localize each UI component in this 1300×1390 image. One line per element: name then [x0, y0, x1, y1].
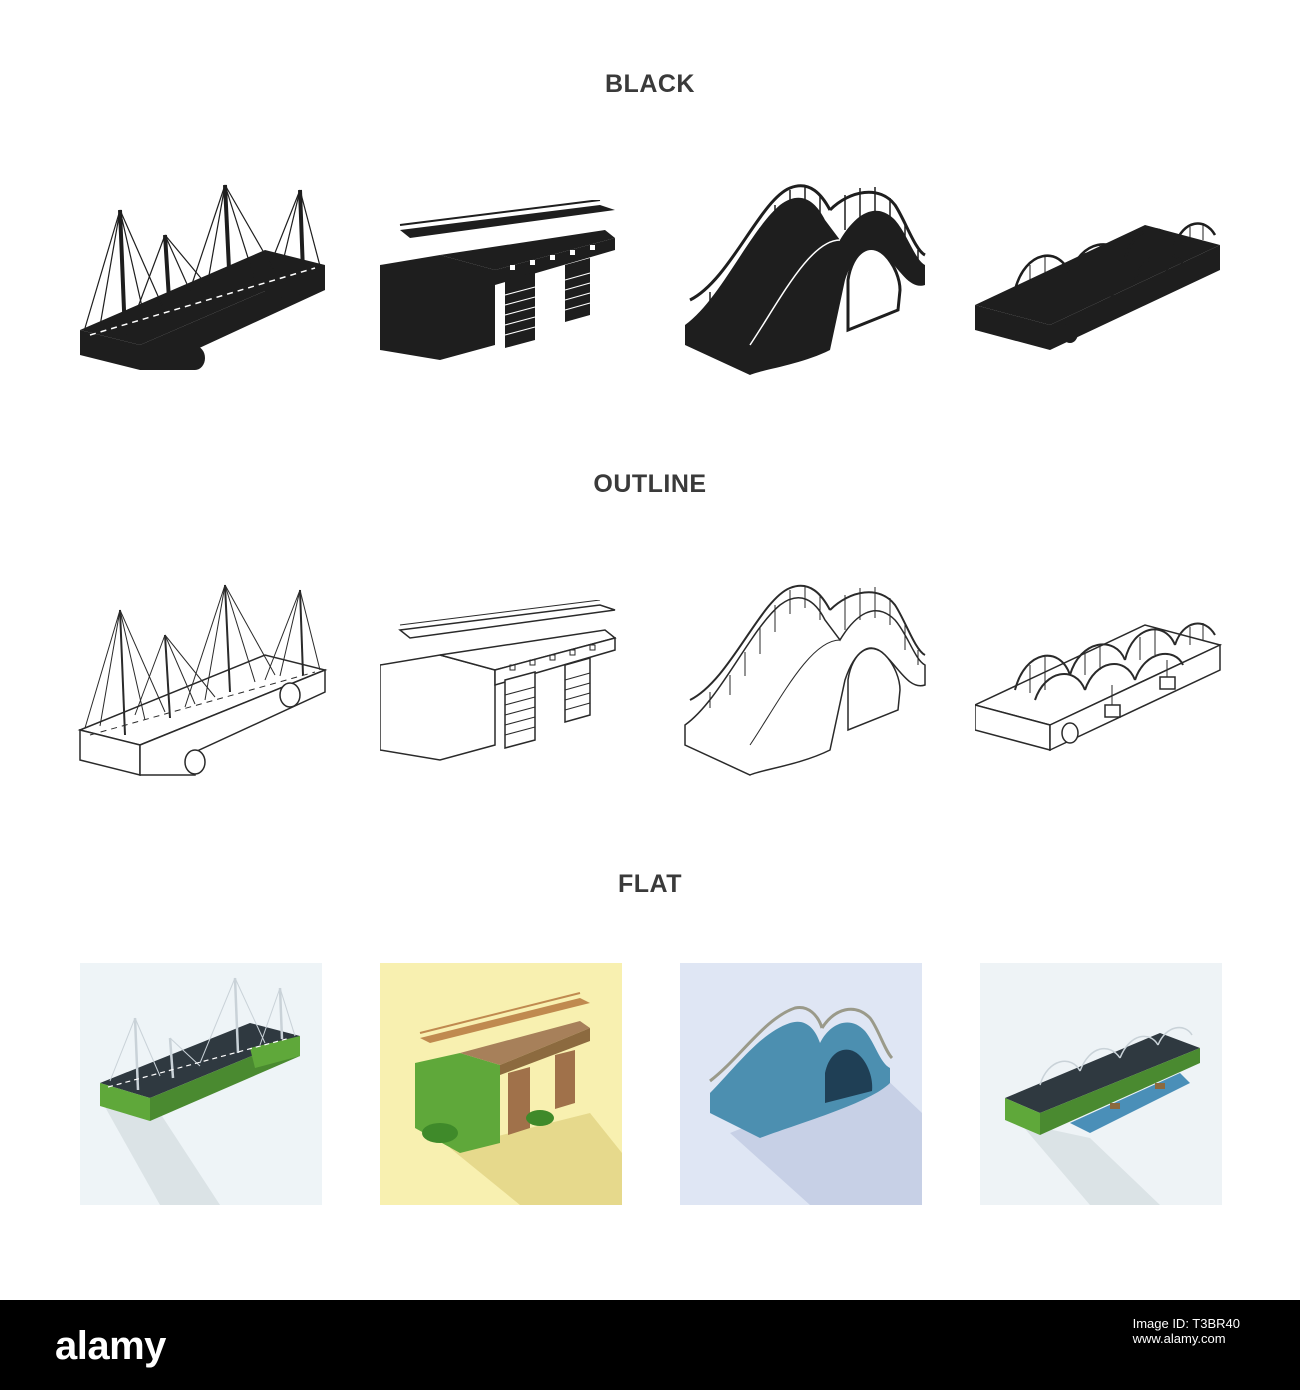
- viaduct-bridge-icon: [380, 200, 630, 380]
- viaduct-bridge-icon: [380, 963, 622, 1205]
- image-url: www.alamy.com: [1132, 1331, 1226, 1346]
- watermark-footer: alamy Image ID: T3BR40 www.alamy.com: [0, 1300, 1300, 1390]
- section-title-outline: OUTLINE: [593, 470, 707, 498]
- section-title-flat: FLAT: [617, 870, 682, 898]
- arched-stone-bridge-icon: [680, 963, 922, 1205]
- cable-stayed-bridge-icon: [80, 963, 322, 1205]
- multi-arch-truss-bridge-icon: [975, 605, 1225, 765]
- arched-stone-bridge-icon: [680, 180, 930, 380]
- image-id-block: Image ID: T3BR40 www.alamy.com: [1133, 1316, 1240, 1346]
- arched-stone-bridge-icon: [680, 580, 930, 790]
- alamy-logo: alamy: [55, 1324, 166, 1368]
- cable-stayed-bridge-icon: [75, 180, 335, 380]
- viaduct-bridge-icon: [380, 600, 630, 780]
- section-title-black: BLACK: [605, 70, 695, 98]
- image-id-label: Image ID: T3BR40: [1132, 1316, 1240, 1331]
- multi-arch-truss-bridge-icon: [980, 963, 1222, 1205]
- cable-stayed-bridge-icon: [75, 580, 335, 790]
- multi-arch-truss-bridge-icon: [975, 205, 1225, 365]
